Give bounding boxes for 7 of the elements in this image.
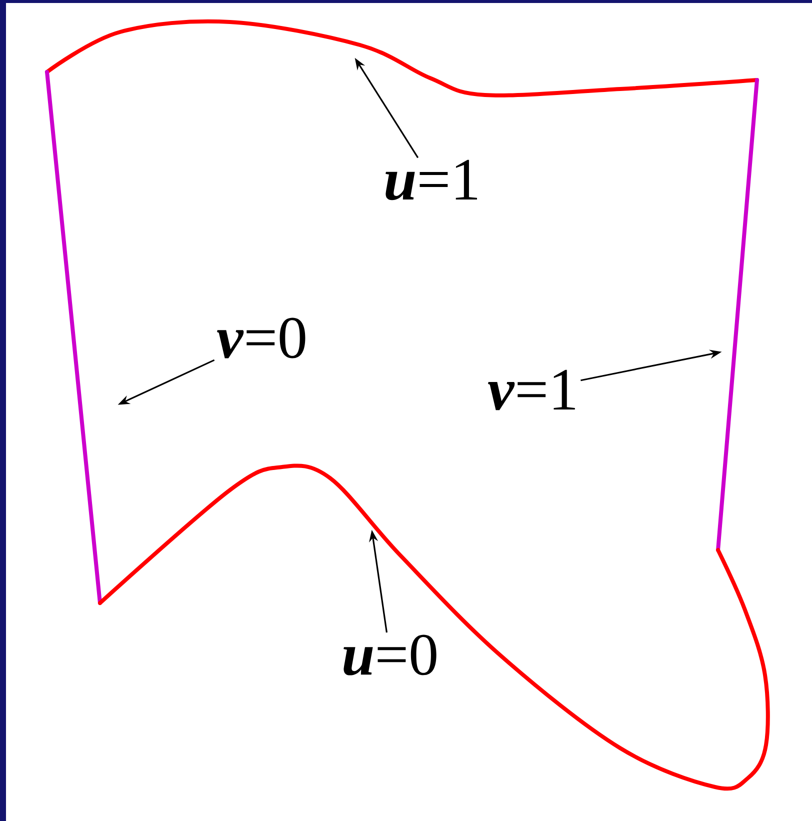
curve-label: u=1 (386, 160, 477, 200)
boundary-curve (716, 78, 759, 552)
boundary-curve (98, 464, 770, 791)
curve-label: v=1 (488, 370, 575, 410)
boundary-curve (45, 70, 102, 605)
boundary-curve (45, 19, 759, 98)
curve-label: v=0 (217, 318, 306, 358)
